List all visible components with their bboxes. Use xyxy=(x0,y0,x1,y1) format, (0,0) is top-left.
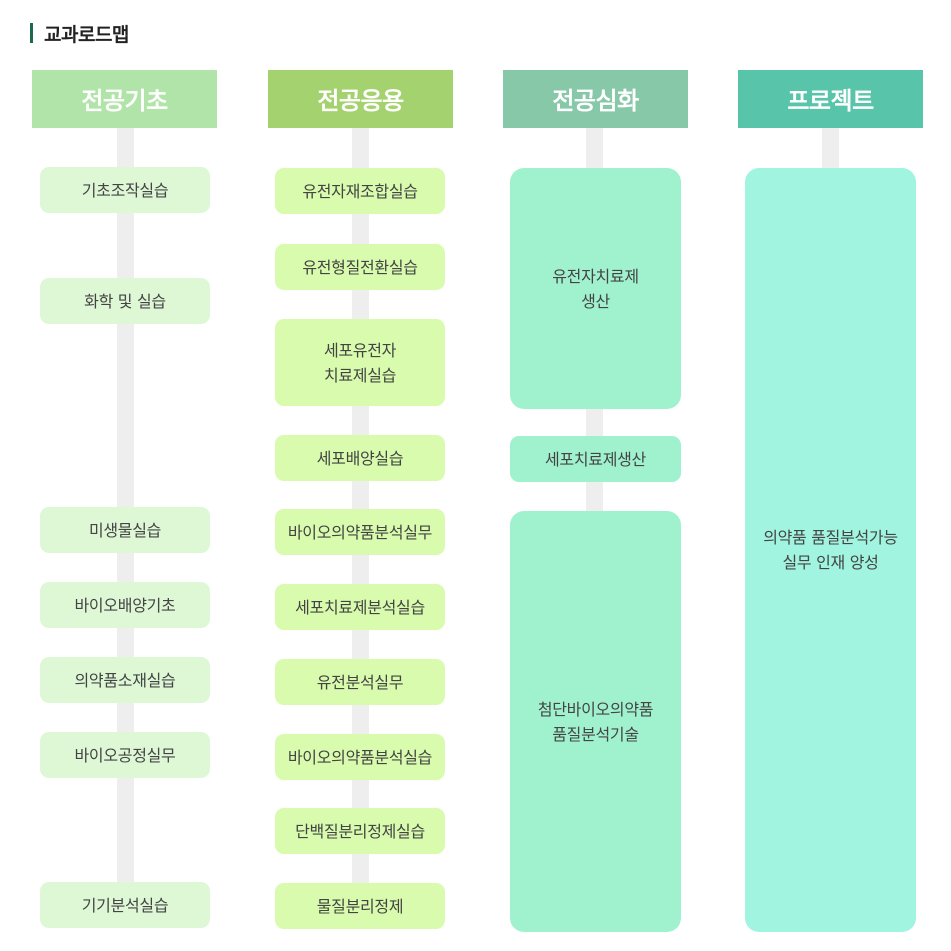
course-box: 유전형질전환실습 xyxy=(275,244,445,290)
section-title: 교과로드맵 xyxy=(30,20,129,46)
course-box: 기초조작실습 xyxy=(40,167,210,213)
course-label: 유전자치료제 생산 xyxy=(552,266,639,311)
course-label: 의약품소재실습 xyxy=(74,670,176,690)
course-label: 세포배양실습 xyxy=(316,448,404,468)
title-bar xyxy=(30,23,33,43)
course-label: 화학 및 실습 xyxy=(84,291,166,311)
course-label: 유전분석실무 xyxy=(316,672,404,692)
column-header-advanced: 전공심화 xyxy=(503,70,688,128)
course-label: 세포유전자 치료제실습 xyxy=(323,340,397,385)
course-box: 의약품 품질분석가능 실무 인재 양성 xyxy=(745,168,916,932)
course-box: 유전자재조합실습 xyxy=(275,168,445,214)
course-box: 세포치료제분석실습 xyxy=(275,584,445,630)
course-box: 물질분리정제 xyxy=(275,883,445,929)
course-label: 세포치료제분석실습 xyxy=(295,597,425,617)
course-label: 단백질분리정제실습 xyxy=(295,821,425,841)
course-box: 세포유전자 치료제실습 xyxy=(275,319,445,406)
column-header-project: 프로젝트 xyxy=(738,70,923,128)
course-box: 바이오배양기초 xyxy=(40,582,210,628)
course-label: 바이오배양기초 xyxy=(74,595,176,615)
course-label: 세포치료제생산 xyxy=(545,449,646,469)
course-label: 유전형질전환실습 xyxy=(302,257,418,277)
course-label: 기기분석실습 xyxy=(81,895,169,915)
course-label: 바이오의약품분석실습 xyxy=(287,747,433,767)
column-header-applied: 전공응용 xyxy=(268,70,453,128)
course-box: 미생물실습 xyxy=(40,507,210,553)
course-label: 의약품 품질분석가능 실무 인재 양성 xyxy=(763,528,898,572)
course-label: 유전자재조합실습 xyxy=(302,181,418,201)
course-box: 바이오공정실무 xyxy=(40,732,210,778)
course-label: 물질분리정제 xyxy=(316,896,404,916)
course-box: 바이오의약품분석실습 xyxy=(275,734,445,780)
course-label: 바이오공정실무 xyxy=(74,745,176,765)
column-header-basic: 전공기초 xyxy=(32,70,217,128)
course-box: 유전분석실무 xyxy=(275,659,445,705)
course-box: 세포배양실습 xyxy=(275,435,445,481)
course-label: 기초조작실습 xyxy=(81,180,169,200)
course-box: 유전자치료제 생산 xyxy=(510,168,681,409)
course-box: 단백질분리정제실습 xyxy=(275,808,445,854)
course-box: 화학 및 실습 xyxy=(40,278,210,324)
course-label: 바이오의약품분석실무 xyxy=(287,522,433,542)
course-box: 의약품소재실습 xyxy=(40,657,210,703)
course-box: 기기분석실습 xyxy=(40,882,210,928)
course-label: 미생물실습 xyxy=(88,520,162,540)
course-box: 세포치료제생산 xyxy=(510,436,681,482)
course-box: 바이오의약품분석실무 xyxy=(275,509,445,555)
course-box: 첨단바이오의약품 품질분석기술 xyxy=(510,511,681,932)
course-label: 첨단바이오의약품 품질분석기술 xyxy=(537,699,654,744)
section-title-text: 교과로드맵 xyxy=(44,23,129,46)
